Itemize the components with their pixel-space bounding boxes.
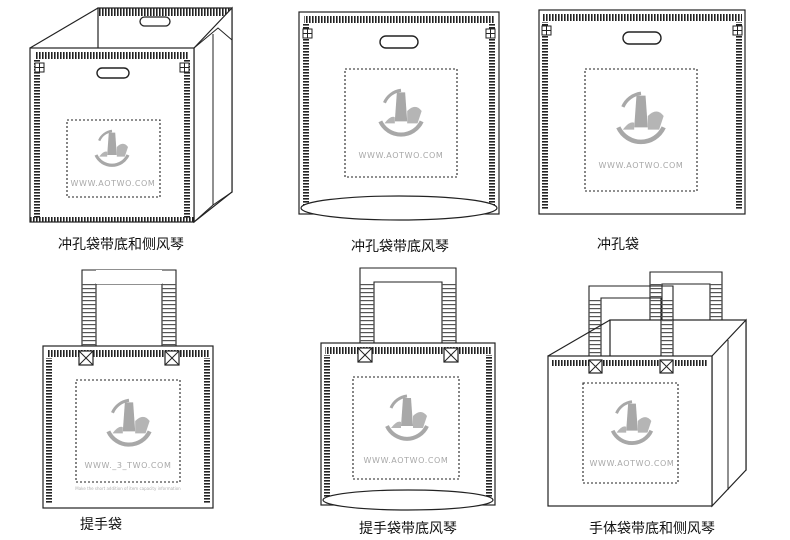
bag-1-punched-side-bottom-gusset: WWW.AOTWO.COM	[29, 6, 233, 224]
caption-bag-1: 冲孔袋带底和侧风琴	[58, 237, 184, 253]
caption-bag-4: 提手袋	[80, 517, 122, 533]
watermark-text: WWW.AOTWO.COM	[599, 161, 684, 170]
watermark-text: WWW._3_TWO.COM	[85, 461, 172, 470]
bag-3-punched: WWW.AOTWO.COM	[538, 9, 746, 215]
caption-bag-6: 手体袋带底和侧风琴	[589, 521, 715, 537]
caption-bag-5: 提手袋带底风琴	[359, 521, 457, 537]
fine-print-text: Make the short addition of item capacity…	[75, 486, 181, 491]
caption-bag-3: 冲孔袋	[597, 237, 639, 253]
bag-2-punched-bottom-gusset: WWW.AOTWO.COM	[298, 11, 500, 221]
bag-6-handle-side-bottom-gusset: WWW.AOTWO.COM	[547, 271, 747, 508]
bag-4-handle-bag: WWW._3_TWO.COM Make the short addition o…	[42, 269, 214, 509]
watermark-text: WWW.AOTWO.COM	[359, 151, 444, 160]
caption-bag-2: 冲孔袋带底风琴	[351, 239, 449, 255]
watermark-text: WWW.AOTWO.COM	[71, 179, 156, 188]
bag-5-handle-bottom-gusset: WWW.AOTWO.COM	[320, 267, 496, 511]
watermark-text: WWW.AOTWO.COM	[364, 456, 449, 465]
watermark-text: WWW.AOTWO.COM	[590, 459, 675, 468]
